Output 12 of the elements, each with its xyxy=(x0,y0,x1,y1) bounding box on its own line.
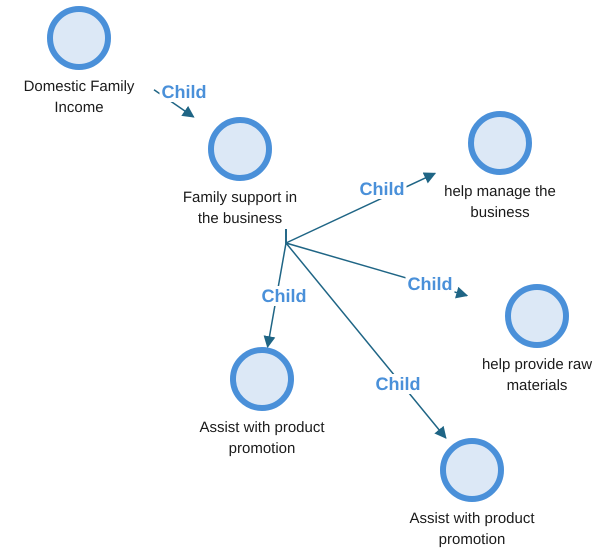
edge-label: Child xyxy=(406,274,454,294)
edge-label: Child xyxy=(260,286,308,306)
edge-label: Child xyxy=(358,179,406,199)
node-label: Assist with product promotion xyxy=(408,509,536,550)
node-label: Family support in the business xyxy=(182,188,298,229)
node-label: Assist with product promotion xyxy=(198,418,326,459)
node-label: help provide raw materials xyxy=(480,355,594,396)
edge-label: Child xyxy=(160,82,208,102)
arrow xyxy=(285,229,447,439)
node-label: Domestic Family Income xyxy=(22,77,136,118)
node-label: help manage the business xyxy=(443,182,557,223)
edge-label: Child xyxy=(374,374,422,394)
